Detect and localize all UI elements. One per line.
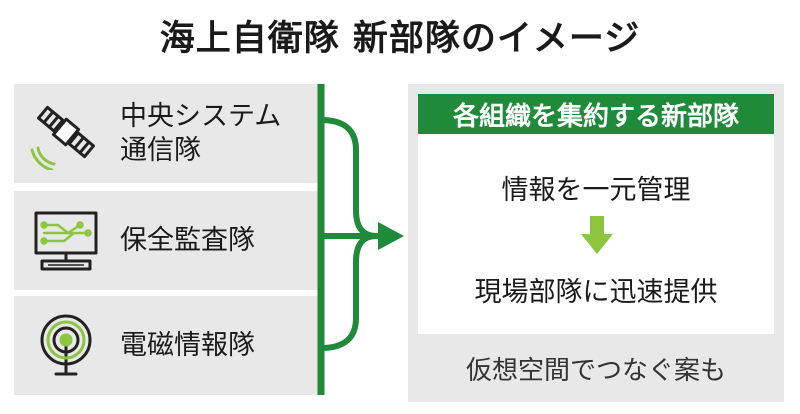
bracket-bottom-curve xyxy=(320,233,377,351)
down-arrow-icon xyxy=(581,216,613,254)
right-arrow-icon xyxy=(378,222,404,250)
bracket-top-curve xyxy=(320,117,377,239)
new-unit-panel: 各組織を集約する新部隊 情報を一元管理 現場部隊に迅速提供 仮想空間でつなぐ案も xyxy=(408,84,784,402)
computer-monitor-icon xyxy=(34,211,98,271)
panel-line-provide: 現場部隊に迅速提供 xyxy=(474,277,718,308)
unit-box-security-audit: 保全監査隊 xyxy=(14,191,318,290)
panel-footer: 仮想空間でつなぐ案も xyxy=(465,355,726,386)
panel-content: 情報を一元管理 現場部隊に迅速提供 xyxy=(418,134,774,334)
unit-label-security-audit: 保全監査隊 xyxy=(120,224,255,256)
unit-label-electromagnetic-intel: 電磁情報隊 xyxy=(120,329,255,361)
radio-antenna-icon xyxy=(40,314,92,376)
unit-label-system-comm: 中央システム 通信隊 xyxy=(120,100,282,166)
panel-line-centralize: 情報を一元管理 xyxy=(501,175,691,206)
page-title: 海上自衛隊 新部隊のイメージ xyxy=(159,19,641,59)
unit-box-electromagnetic-intel: 電磁情報隊 xyxy=(14,296,318,395)
satellite-icon xyxy=(30,105,95,170)
panel-header: 各組織を集約する新部隊 xyxy=(418,94,774,134)
unit-box-system-comm: 中央システム 通信隊 xyxy=(14,84,318,183)
